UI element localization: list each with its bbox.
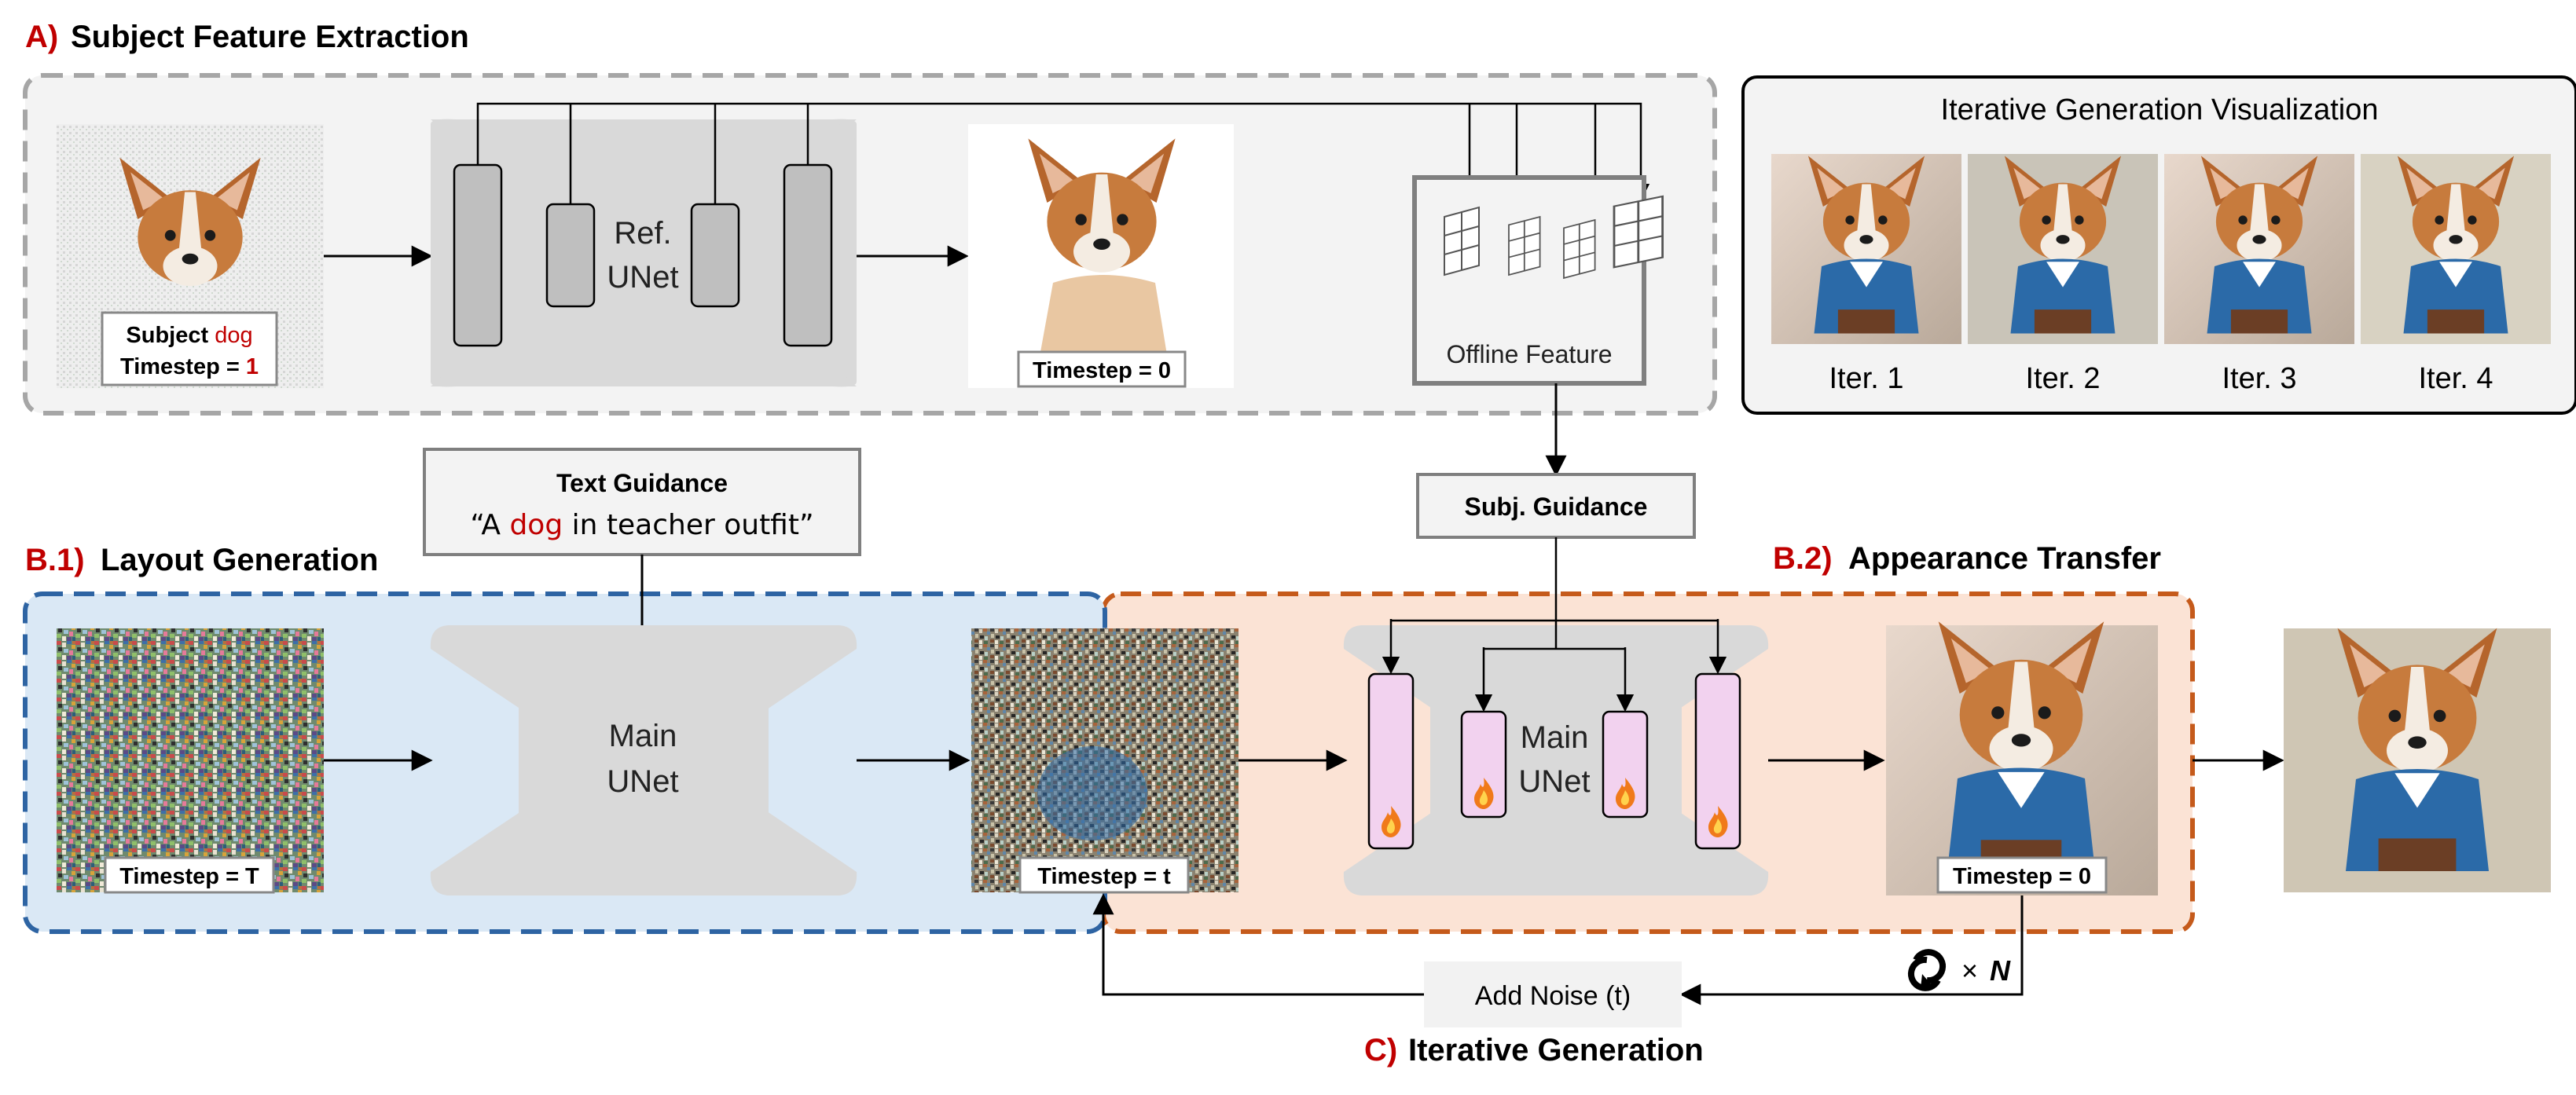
- text-guidance-box: Text Guidance “A dog in teacher outfit”: [423, 448, 861, 556]
- add-noise-box: Add Noise (t): [1424, 961, 1682, 1027]
- section-c-title: Iterative Generation: [1408, 1033, 1704, 1068]
- iter-image-3: [2164, 154, 2354, 344]
- add-noise-label: Add Noise (t): [1475, 981, 1631, 1011]
- loop-n: N: [1990, 954, 2011, 987]
- main-unet-right-line1: Main: [1521, 720, 1589, 755]
- iter-panel: Iterative Generation Visualization Iter.…: [1741, 75, 2576, 415]
- iter-label-1: Iter. 1: [1829, 362, 1903, 395]
- cycle-arrows-icon: [1907, 949, 1947, 991]
- iter-label-3: Iter. 3: [2222, 362, 2296, 395]
- subject-caption: [101, 311, 278, 386]
- section-a-title: Subject Feature Extraction: [71, 20, 469, 54]
- subject-caption-line1: Subject dog: [126, 323, 252, 348]
- offline-feature-box: Offline Feature: [1412, 175, 1664, 386]
- main-unet-right: Main UNet: [1343, 625, 1769, 895]
- intermediate-image: Timestep = t: [971, 628, 1238, 894]
- iter-image-2: [1968, 154, 2158, 344]
- main-unet-left: Main UNet: [430, 625, 857, 895]
- main-unet-right-line2: UNet: [1518, 764, 1590, 799]
- noise-input-timestep: Timestep = T: [119, 864, 259, 889]
- noise-input-image: Timestep = T: [57, 628, 324, 894]
- iteration-loop: [1092, 893, 2024, 1005]
- loop-times: ×: [1961, 954, 1978, 987]
- ref-unet-block-3: [690, 203, 740, 308]
- iter-label-4: Iter. 4: [2418, 362, 2493, 395]
- iter-image-1: [1771, 154, 1961, 344]
- iter-label-2: Iter. 2: [2025, 362, 2100, 395]
- section-b2-title: Appearance Transfer: [1848, 541, 2161, 576]
- text-guidance-title: Text Guidance: [556, 469, 728, 497]
- result-image: [2284, 628, 2551, 892]
- subj-guidance-box: Subj. Guidance: [1416, 473, 1696, 539]
- section-a-letter: A): [25, 20, 58, 54]
- ref-unet-block-2: [545, 203, 596, 308]
- iter-image-4: [2361, 154, 2551, 344]
- text-guidance-prompt: “A dog in teacher outfit”: [470, 509, 813, 541]
- ref-unet: Ref. UNet: [431, 119, 857, 387]
- final-output-image: Timestep = 0: [1886, 621, 2158, 895]
- main-unet-left-line2: UNet: [607, 764, 678, 799]
- section-c-letter: C): [1364, 1033, 1397, 1068]
- subj-guidance-lines: [1382, 537, 1727, 712]
- final-output-timestep: Timestep = 0: [1953, 864, 2091, 889]
- iter-panel-title: Iterative Generation Visualization: [1941, 93, 2379, 126]
- section-a: A) Subject Feature Extraction Subject do…: [23, 20, 1717, 416]
- subject-image: Subject dog Timestep = 1: [57, 124, 324, 388]
- section-b1-title: Layout Generation: [101, 543, 378, 577]
- section-b1-letter: B.1): [25, 543, 85, 577]
- subject-caption-line2: Timestep = 1: [120, 354, 259, 379]
- ref-unet-block-1: [453, 163, 503, 347]
- ref-unet-line2: UNet: [607, 260, 678, 295]
- ref-unet-block-4: [783, 163, 833, 347]
- ref-output-image: Timestep = 0: [968, 124, 1234, 388]
- feature-grid-icon: [1444, 207, 1480, 276]
- offline-feature-label: Offline Feature: [1446, 340, 1612, 368]
- section-b2-letter: B.2): [1773, 541, 1833, 576]
- ref-unet-line1: Ref.: [614, 216, 671, 251]
- subj-guidance-label: Subj. Guidance: [1465, 493, 1648, 521]
- main-unet-left-line1: Main: [609, 719, 677, 753]
- ref-output-timestep: Timestep = 0: [1033, 358, 1171, 383]
- intermediate-timestep: Timestep = t: [1037, 864, 1171, 889]
